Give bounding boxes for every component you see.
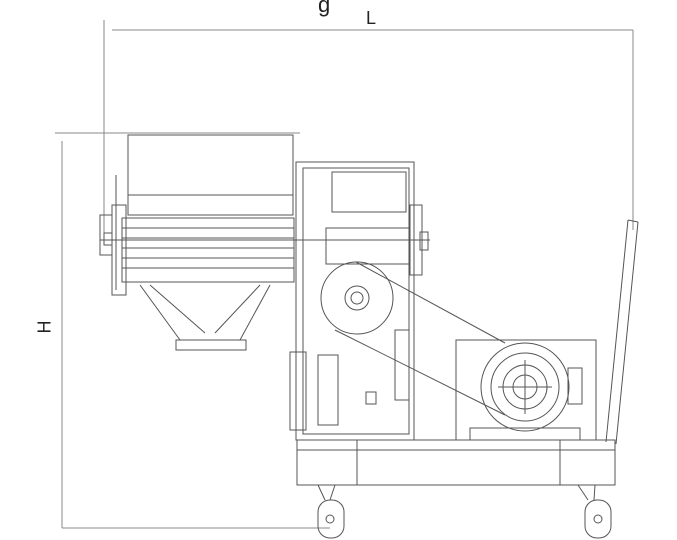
height-dimension-line xyxy=(55,132,330,529)
rotor-drum xyxy=(99,175,330,296)
gearbox-housing xyxy=(289,161,430,441)
cropped-title-fragment: g xyxy=(318,0,331,17)
push-handle xyxy=(605,219,639,445)
base-frame xyxy=(296,439,616,486)
hopper xyxy=(127,134,294,351)
caster-wheel-right xyxy=(577,484,612,539)
length-dimension-line xyxy=(103,20,634,240)
caster-wheel-left xyxy=(317,484,345,539)
electric-motor xyxy=(455,339,597,441)
drive-belt xyxy=(334,261,506,416)
length-dimension-label: L xyxy=(366,8,377,28)
